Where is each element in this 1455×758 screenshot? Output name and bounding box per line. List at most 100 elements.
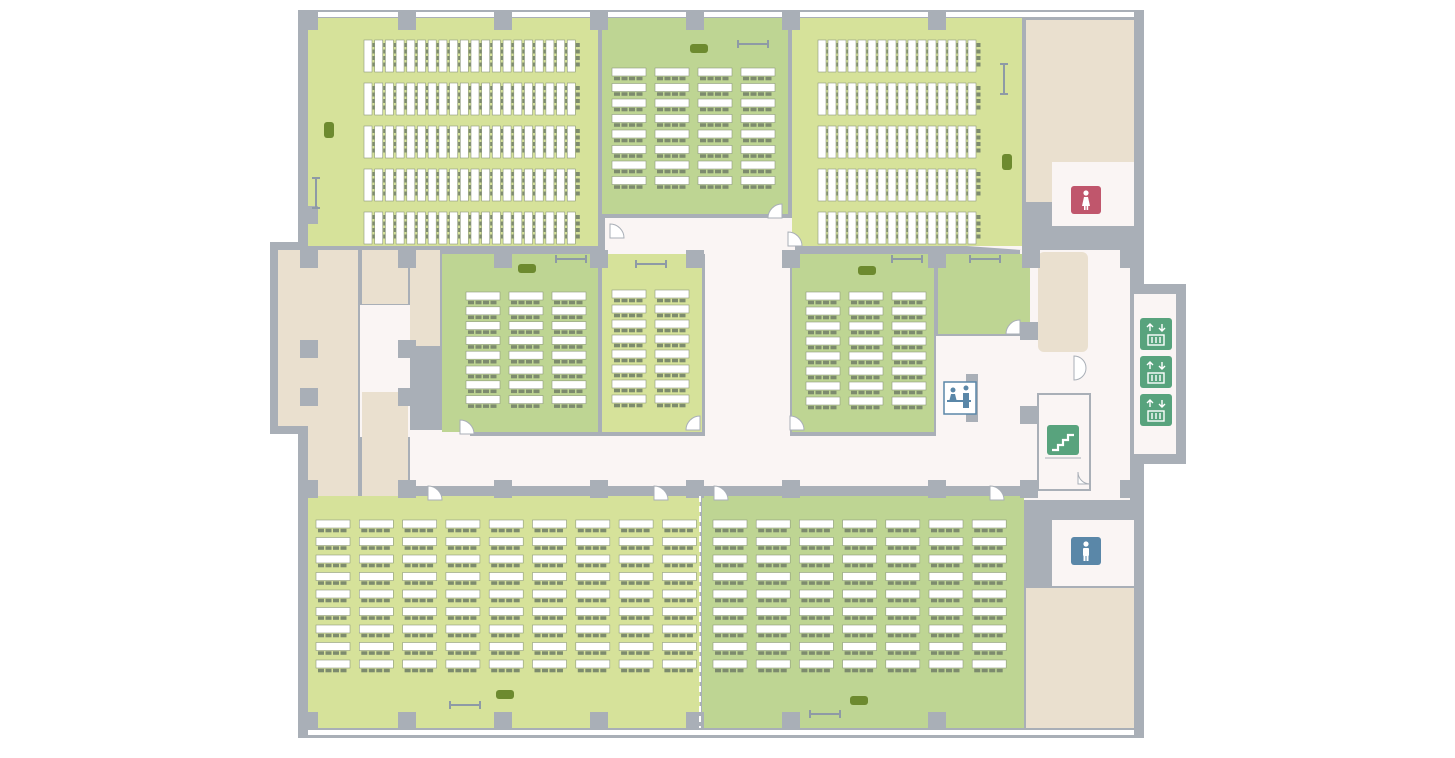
desk-block [445,624,481,638]
chair [383,528,390,533]
chair [730,581,736,585]
chair [844,668,851,673]
chair [575,62,580,67]
desk-block [885,624,921,638]
chair [801,581,808,585]
chair [664,651,671,655]
desk [551,395,587,404]
desk [662,659,697,669]
chair [575,178,580,183]
chair [679,563,686,568]
chair [765,616,772,620]
desk [575,659,611,669]
chair [823,633,830,638]
chair [569,315,575,320]
desk-block [618,642,654,655]
desk-block [697,176,733,189]
elevator-sign[interactable] [1140,356,1172,388]
chair [707,138,714,143]
chair [758,154,764,158]
desk [805,366,841,376]
chair [614,313,620,318]
elevator-sign[interactable] [1140,318,1172,350]
desk-block [799,642,834,655]
chair [758,563,765,568]
desk [947,211,957,245]
chair [491,563,498,568]
chair [916,390,923,395]
chair [569,330,575,334]
chair [361,598,368,603]
desk-block [662,519,697,533]
desk-block [611,364,647,378]
chair [340,528,347,533]
desk [927,39,937,73]
chair [953,546,960,550]
desk-block [445,519,481,533]
chair [577,651,584,655]
chair [672,92,678,96]
desk [891,381,927,391]
mens-restroom-sign[interactable] [1071,537,1101,565]
desk-block [532,572,567,585]
chair [867,563,874,568]
chair [333,563,339,568]
desk [937,39,947,73]
seat-row [363,168,580,202]
chair [621,546,628,550]
chair [447,598,454,603]
chair [614,76,620,81]
chair [404,651,411,655]
chair [679,633,686,638]
chair [851,390,857,395]
screen [737,40,769,48]
chair [577,563,584,568]
chair [750,123,757,127]
chair [737,581,744,585]
desk-block [618,607,654,620]
reception-sign[interactable] [943,374,978,422]
chair [722,581,729,585]
desk-block [662,554,697,568]
chair [902,633,909,638]
chair [707,154,714,158]
womens-restroom-sign[interactable] [1071,186,1101,214]
stairs-sign[interactable] [1045,425,1081,459]
chair [490,360,497,364]
chair [931,563,937,568]
chair [621,92,628,96]
chair [368,528,375,533]
pillar [1022,250,1040,268]
desk-block [654,176,690,189]
chair [895,616,902,620]
chair [823,345,829,350]
chair [910,546,917,550]
desk-block [848,351,884,365]
chair [743,76,749,81]
desk [611,334,647,344]
pillar [300,12,318,30]
desk [618,572,654,581]
desk-block [740,176,776,189]
desk [406,168,416,202]
chair [621,298,628,303]
desk [654,394,690,404]
chair [909,375,915,380]
desk [488,624,524,634]
chair [412,581,419,585]
desk-block [508,306,544,320]
desk-block [402,659,437,673]
desk [445,554,481,564]
desk [755,659,791,669]
chair [758,668,765,673]
chair [858,390,865,395]
desk [654,319,690,329]
chair [758,546,765,550]
elevator-sign[interactable] [1140,394,1172,426]
chair [629,92,635,96]
chair [931,546,937,550]
chair [894,390,900,395]
chair [671,598,678,603]
lectern [690,44,708,53]
desk [654,129,690,139]
